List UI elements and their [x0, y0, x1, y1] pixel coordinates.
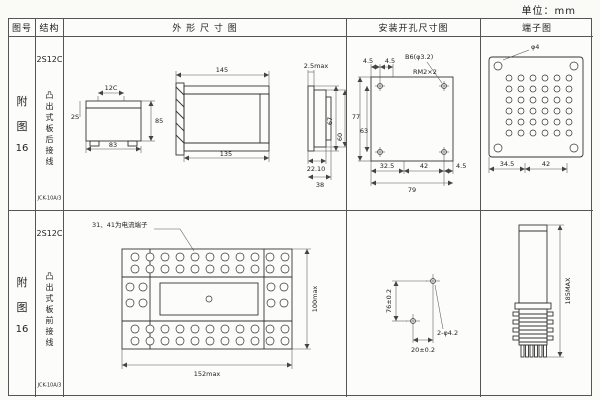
- dim-2-phi4-2: 2-φ4.2: [437, 329, 458, 337]
- terminal-cell-row2: 185MAX: [481, 211, 593, 397]
- side-view: [175, 82, 270, 156]
- type-code: JCK-10A/3: [37, 195, 62, 202]
- dim-60: 60: [336, 133, 344, 141]
- dim-85: 85: [155, 117, 163, 125]
- structure-text: 凸出式板前接线: [45, 271, 54, 349]
- mounting-cell-row2: 76±0.2 2-φ4.2 20±0.2: [347, 211, 481, 397]
- dim-2-5max: 2.5max: [304, 62, 329, 70]
- dim-38: 38: [316, 181, 324, 189]
- dim-22-10: 22.10: [307, 165, 326, 173]
- relay-side-body: [512, 224, 554, 358]
- mounting-hole-drawing-rear: 4.5 4.5 B6(φ3.2) RM2×2 77 63 32.5 42 4.5…: [352, 53, 466, 194]
- front-view-dim-lines: [79, 90, 155, 153]
- terminal-dim-lines: [488, 49, 568, 173]
- mounting-dim-lines: [357, 61, 454, 186]
- dim-20: 20±0.2: [411, 346, 435, 354]
- fig-char: 图: [16, 300, 28, 314]
- unit-label: 单位：mm: [521, 6, 576, 17]
- dim-4-5-a: 4.5: [363, 57, 373, 65]
- dim-2s: 2S: [71, 113, 79, 121]
- dim-4-5-b: 4.5: [385, 57, 395, 65]
- mounting-holes: [375, 81, 449, 157]
- header-structure: 结构: [36, 19, 64, 37]
- side-dim-lines: [547, 224, 564, 358]
- terminal-block: [488, 56, 584, 158]
- dim-42: 42: [420, 162, 428, 170]
- fig-num: 16: [15, 143, 29, 154]
- dim-152max: 152max: [194, 370, 221, 378]
- fig-char: 附: [16, 275, 28, 289]
- model-label: 2S12C: [36, 55, 63, 64]
- mounting-holes: [406, 274, 440, 328]
- header-fig-no: 图号: [9, 19, 36, 37]
- outline-cell-row2: 31、41为电流端子: [64, 211, 347, 397]
- hole-spec-label: B6(φ3.2): [405, 53, 433, 61]
- outline-drawing-front-wiring: 31、41为电流端子: [92, 220, 319, 378]
- dim-145: 145: [216, 66, 228, 74]
- mounting-dim-lines: [392, 280, 444, 343]
- dim-34-5: 34.5: [500, 160, 514, 168]
- dim-135: 135: [220, 150, 232, 158]
- mounting-plate: [370, 76, 454, 162]
- fig-char: 附: [16, 95, 28, 108]
- dim-12c: 12C: [105, 84, 118, 92]
- fig-number-row1: 附 图 16: [9, 37, 36, 211]
- structure-text: 凸出式板后接线: [45, 91, 54, 168]
- terminal-cell-row1: φ4 34.5 42: [481, 37, 593, 211]
- header-mounting: 安装开孔尺寸图: [347, 19, 481, 37]
- dim-63: 63: [360, 127, 368, 135]
- dim-67: 67: [326, 117, 334, 125]
- fig-number-row2: 附 图 16: [9, 211, 36, 397]
- dim-79: 79: [408, 186, 416, 194]
- dim-100max: 100max: [311, 286, 319, 313]
- structure-row1: 2S12C 凸出式板后接线 JCK-10A/3: [36, 37, 64, 211]
- end-view: [307, 85, 332, 152]
- drawing-table: 图号 结构 外 形 尺 寸 图 安装开孔尺寸图 端子图 附 图 16 2S12C…: [8, 18, 593, 397]
- header-outline: 外 形 尺 寸 图: [64, 19, 347, 37]
- terminal-diagram-rear: φ4 34.5 42: [488, 43, 584, 173]
- front-panel: [121, 248, 293, 350]
- dim-83: 83: [109, 141, 117, 149]
- header-terminal: 端子图: [481, 19, 593, 37]
- current-terminal-note: 31、41为电流端子: [92, 220, 148, 229]
- fig-num: 16: [15, 323, 29, 335]
- type-code: JCK-10A/3: [37, 382, 62, 389]
- dim-185max: 185MAX: [564, 277, 572, 304]
- terminal-grid: [505, 74, 573, 137]
- model-label: 2S12C: [36, 229, 63, 238]
- dim-phi4: φ4: [531, 43, 539, 51]
- note-leader: [154, 228, 195, 252]
- side-view-dim-lines: [175, 71, 270, 162]
- dim-76: 76±0.2: [385, 289, 393, 313]
- terminal-circles: [125, 252, 290, 346]
- fig-char: 图: [16, 120, 28, 133]
- terminal-side-view: 185MAX: [512, 224, 572, 358]
- panel-dim-lines: [121, 248, 311, 369]
- end-view-dim-lines: [307, 70, 346, 180]
- outline-drawing-rear-wiring: 12C 2S 83 85 145 135: [71, 62, 346, 189]
- dim-77: 77: [352, 113, 360, 121]
- outline-cell-row1: 12C 2S 83 85 145 135: [64, 37, 347, 211]
- dim-32-5: 32.5: [380, 162, 394, 170]
- front-view: [85, 100, 142, 147]
- mounting-cell-row1: 4.5 4.5 B6(φ3.2) RM2×2 77 63 32.5 42 4.5…: [347, 37, 481, 211]
- dim-4-5-c: 4.5: [456, 162, 466, 170]
- thread-spec-label: RM2×2: [413, 68, 437, 76]
- structure-row2: 2S12C 凸出式板前接线 JCK-10A/3: [36, 211, 64, 397]
- dim-42b: 42: [542, 160, 550, 168]
- mounting-hole-drawing-front: 76±0.2 2-φ4.2 20±0.2: [385, 274, 458, 354]
